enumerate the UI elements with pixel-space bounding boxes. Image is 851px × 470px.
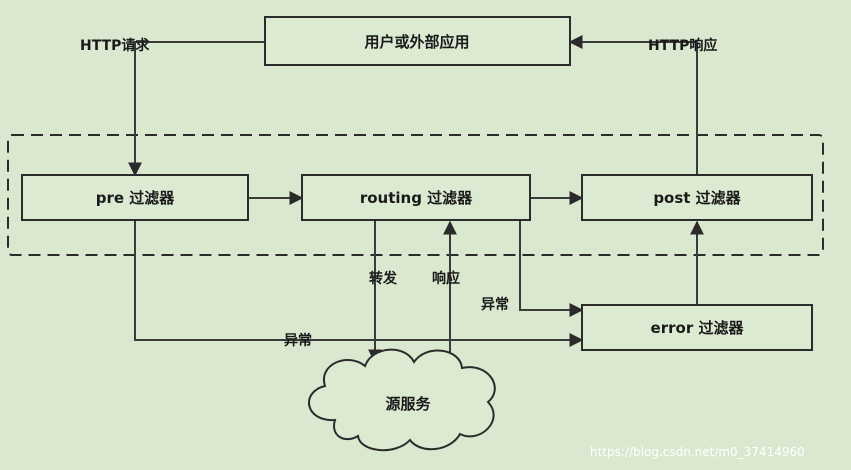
node-post-filter: post 过滤器 [581,174,813,221]
node-error-filter: error 过滤器 [581,304,813,351]
edge-label-http-request: HTTP请求 [80,37,150,54]
edge-label-http-response: HTTP响应 [648,37,717,54]
edge-pre-exception [134,220,584,347]
connectors [128,35,704,365]
node-app: 用户或外部应用 [264,16,571,66]
edge-label-pre-exception: 异常 [284,332,312,349]
node-routing-label: routing 过滤器 [360,189,473,207]
node-pre-label: pre 过滤器 [96,189,176,207]
edge-label-forward: 转发 [369,270,398,287]
edge-label-routing-exception: 异常 [481,296,509,313]
node-post-label: post 过滤器 [653,189,741,207]
edge-http-request [128,41,265,177]
edge-http-response [568,35,698,175]
node-app-label: 用户或外部应用 [364,33,469,51]
filter-group-dashed-border [7,134,824,256]
edge-routing-exception [519,220,584,317]
edge-label-response: 响应 [432,270,460,287]
node-error-label: error 过滤器 [651,319,745,337]
node-source-label: 源服务 [385,395,431,413]
node-pre-filter: pre 过滤器 [21,174,249,221]
watermark-text: https://blog.csdn.net/m0_37414960 [590,445,805,459]
node-source-service-cloud: 源服务 [308,348,496,452]
node-routing-filter: routing 过滤器 [301,174,531,221]
